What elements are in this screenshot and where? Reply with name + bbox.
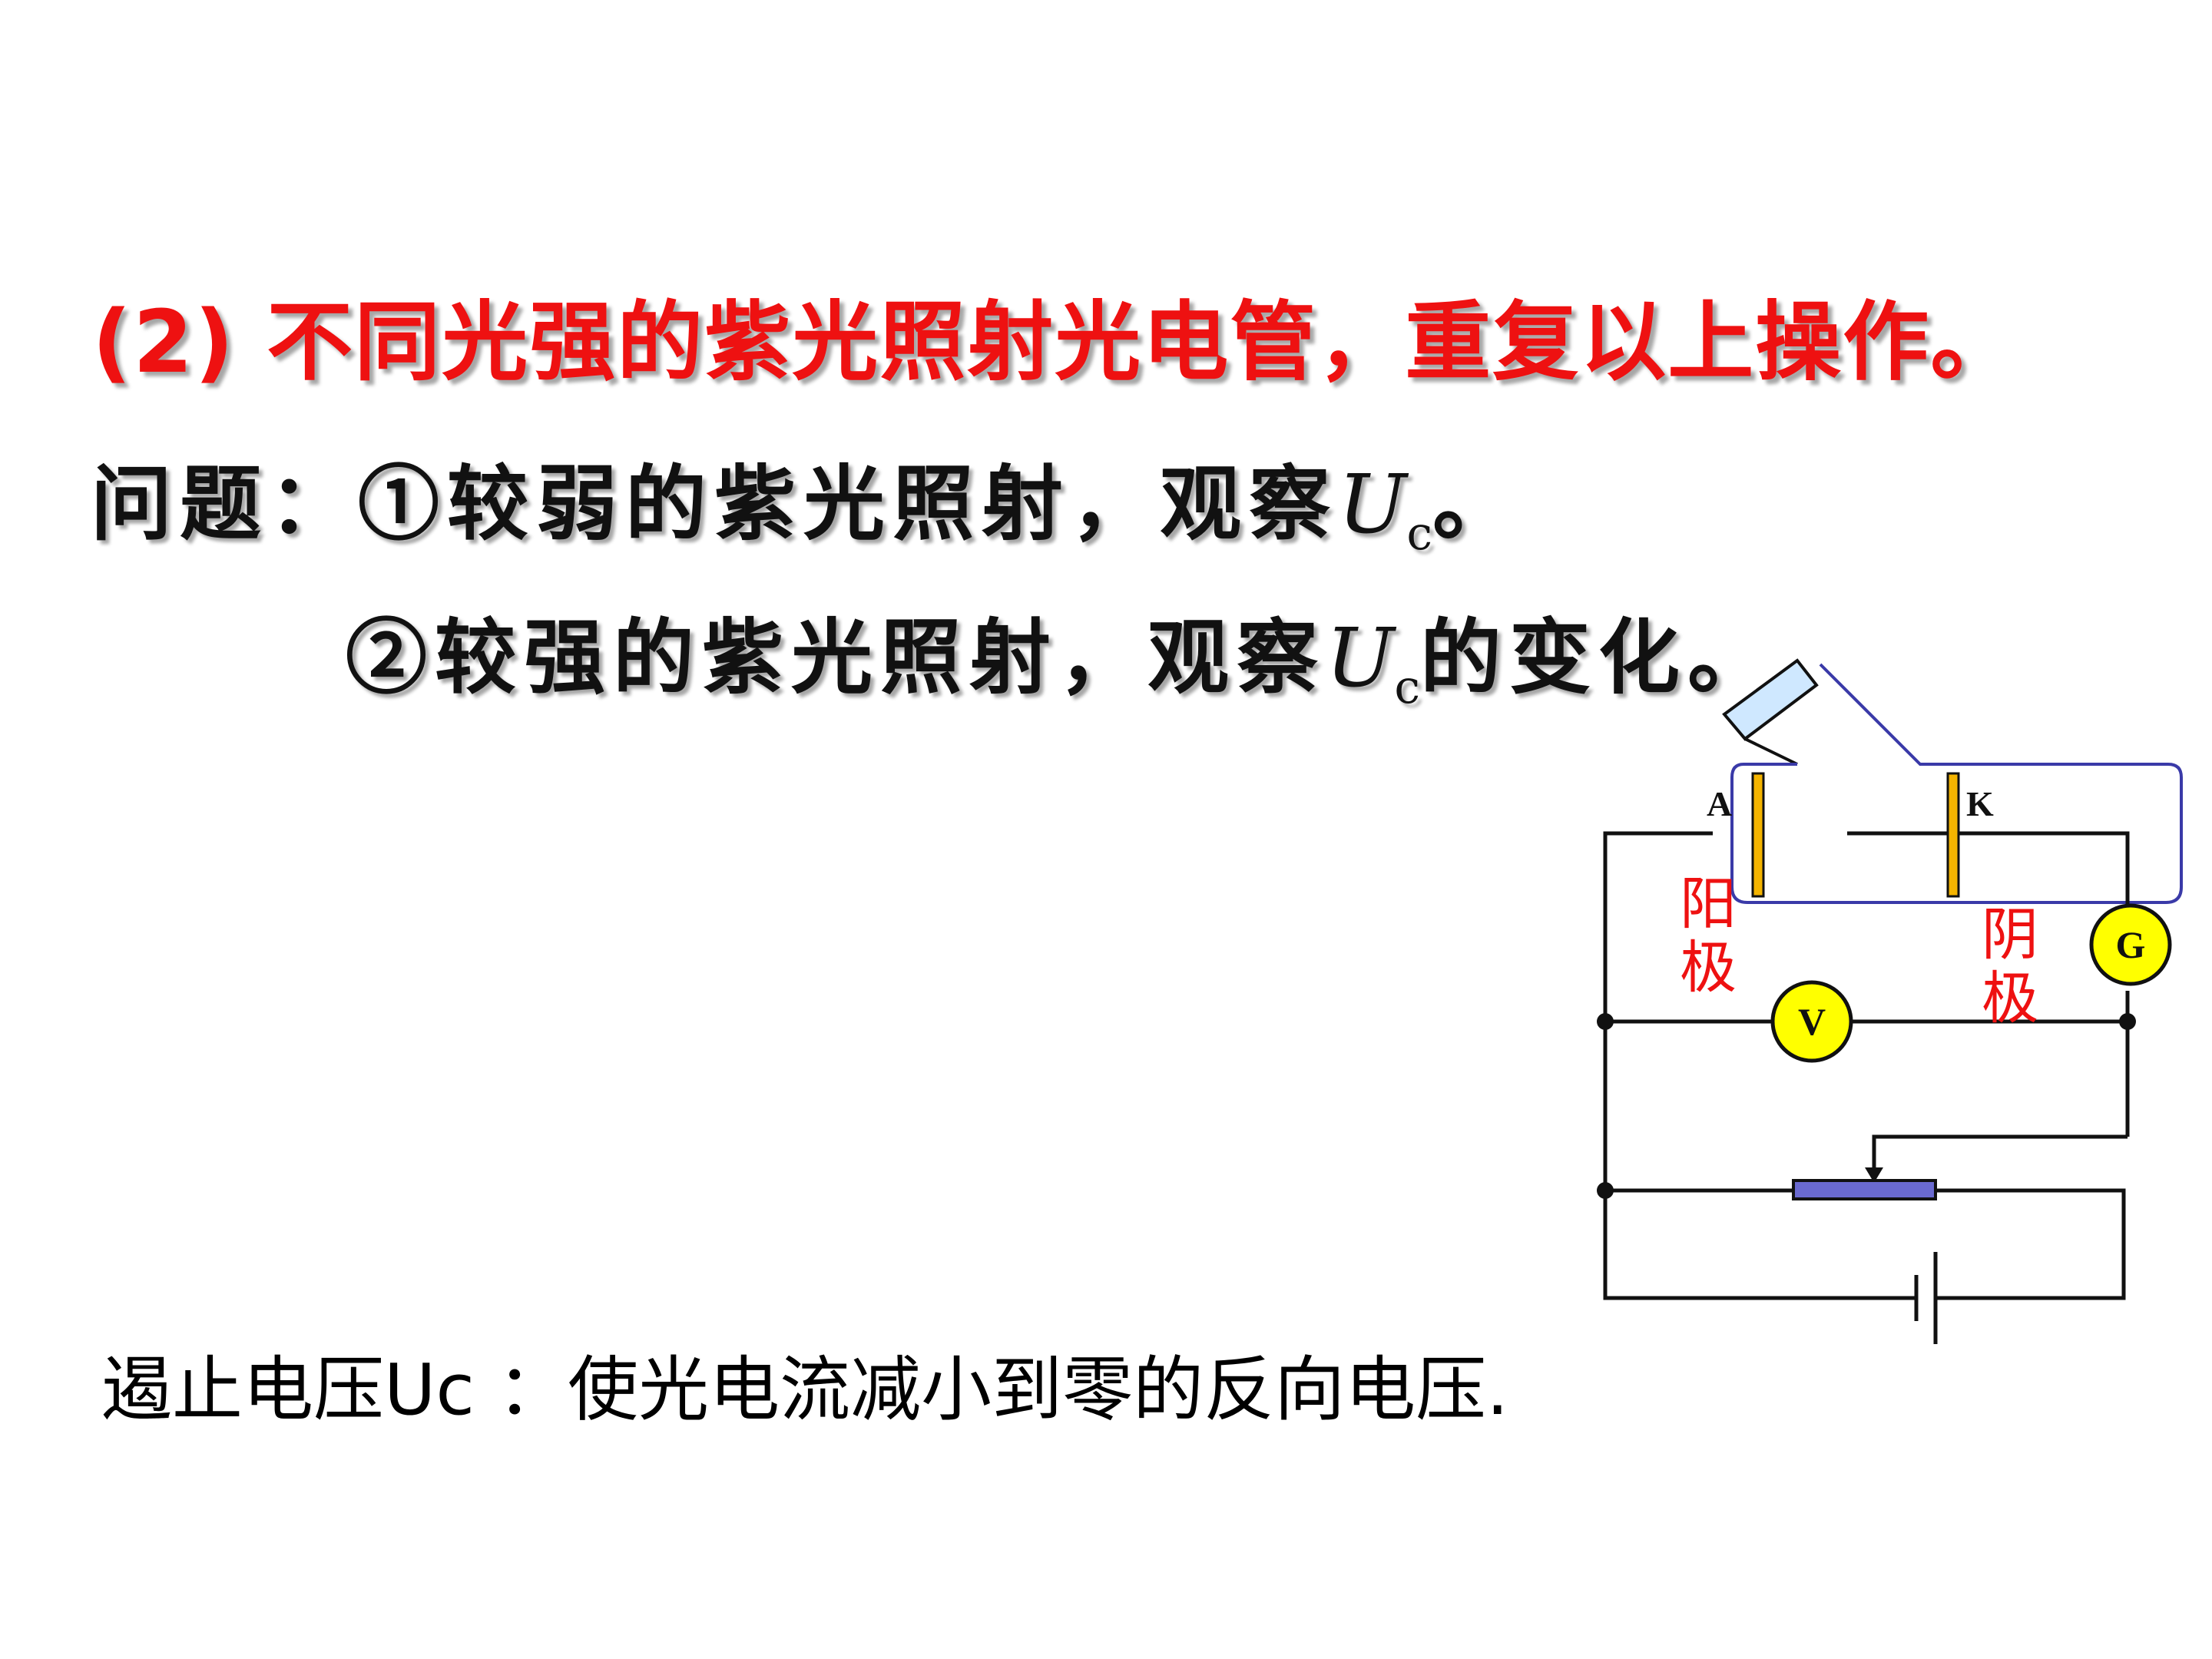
question-2-text: ②较强的紫光照射，观察: [346, 609, 1326, 705]
question-1-end: 。: [1432, 455, 1522, 551]
anode-label-1: 阳: [1680, 871, 1737, 937]
galvanometer: [2089, 903, 2172, 986]
voltage-symbol-uc: Uc: [1326, 611, 1420, 714]
question-1: 问题：①较弱的紫光照射，观察Uc。: [91, 438, 1522, 561]
junction-dots: [1597, 1013, 2136, 1199]
cathode-label-1: 阴: [1982, 902, 2038, 968]
photoelectric-circuit-diagram: A K 阳 极 阴 极 V G: [1597, 658, 2183, 1344]
voltmeter: [1770, 980, 1853, 1063]
anode-plate: [1751, 772, 1765, 898]
stopping-voltage-definition: 遏止电压Uc ：使光电流减小到零的反向电压.: [101, 1349, 1509, 1431]
galvanometer-label: G: [2116, 923, 2146, 966]
cathode-plate: [1946, 772, 1960, 898]
voltmeter-label: V: [1798, 1000, 1826, 1043]
anode-letter: A: [1707, 784, 1732, 823]
photoelectric-tube: [1730, 663, 2183, 904]
cathode-label-2: 极: [1982, 965, 2038, 1031]
light-beam: [1722, 658, 1819, 766]
rheostat-slider-arrow: [1865, 1167, 1883, 1183]
question-2: ②较强的紫光照射，观察Uc的变化。: [346, 591, 1777, 714]
anode-label-2: 极: [1680, 935, 1737, 1001]
rheostat: [1792, 1179, 1937, 1200]
question-1-text: 问题：①较弱的紫光照射，观察: [91, 455, 1338, 551]
slide-heading: (2) 不同光强的紫光照射光电管，重复以上操作。: [92, 293, 2018, 392]
cathode-letter: K: [1966, 784, 1994, 823]
voltage-symbol-uc: Uc: [1338, 457, 1432, 561]
question-2-end: 的变化。: [1419, 609, 1777, 705]
